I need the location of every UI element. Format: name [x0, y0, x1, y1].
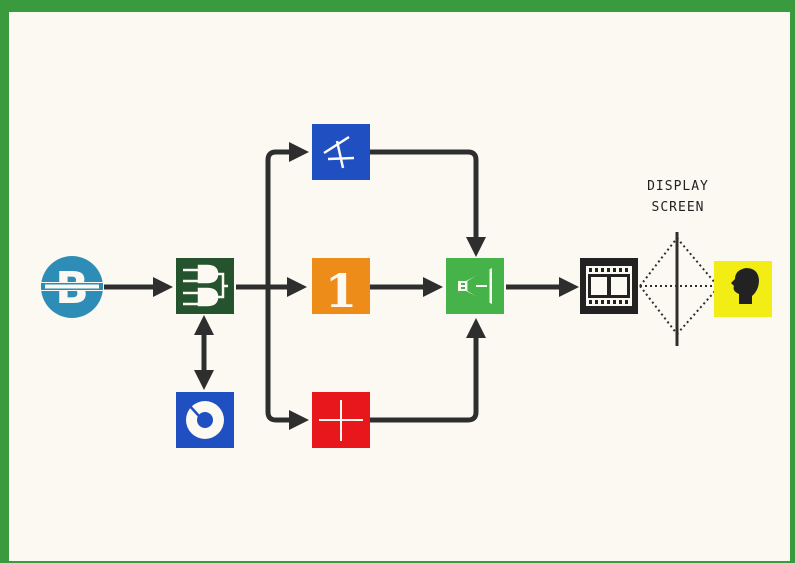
display-label-line1: DISPLAY [647, 179, 709, 194]
character-generator-icon: 1 [312, 258, 370, 318]
connector-arrows [104, 142, 580, 430]
film-recorder-icon [580, 258, 638, 314]
arrow-crosshair-to-mixer [370, 317, 486, 423]
crt-display-icon [446, 258, 504, 314]
arrow-branch-to-crosshair [265, 287, 310, 430]
display-label-line2: SCREEN [651, 200, 705, 215]
arrow-branch-to-vector [265, 142, 310, 287]
b-logo-icon: B [41, 256, 103, 318]
crosshair-generator-icon [312, 392, 370, 448]
svg-text:1: 1 [325, 264, 357, 318]
arrow-vector-to-mixer [370, 149, 486, 258]
viewer-head-icon [714, 261, 772, 317]
converter-icon [176, 258, 234, 314]
storage-disk-icon [176, 392, 234, 448]
vector-generator-icon [312, 124, 370, 180]
display-screen-projection [639, 232, 735, 346]
display-screen-label: DISPLAY SCREEN [628, 176, 728, 218]
